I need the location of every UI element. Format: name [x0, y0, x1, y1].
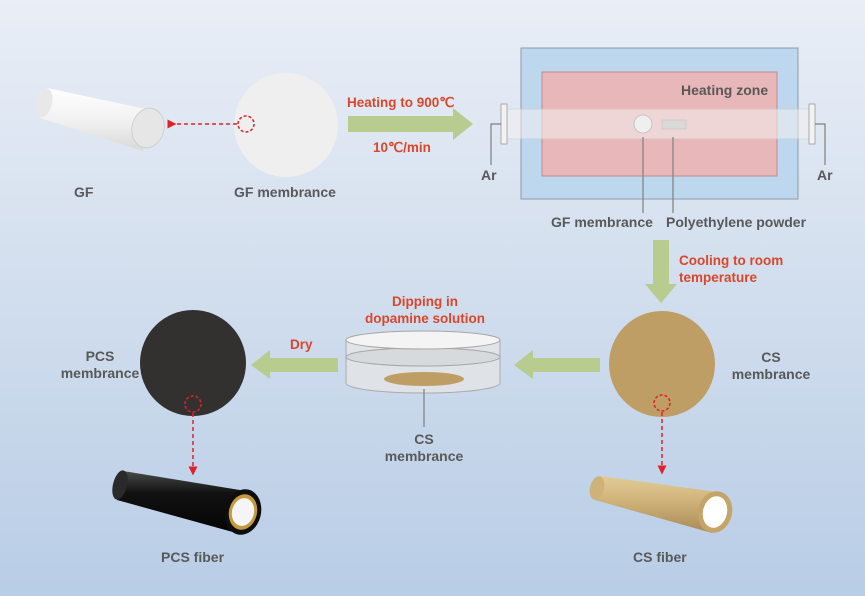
- zoom-circle-cs: [653, 394, 671, 412]
- gf-membrance-label: GF membrance: [234, 184, 336, 200]
- pcs-fiber-label: PCS fiber: [161, 549, 225, 565]
- dipping-step-label: Dipping in dopamine solution: [360, 293, 490, 327]
- ar-left-label: Ar: [481, 167, 497, 183]
- dipping-arrow: [514, 350, 600, 379]
- cs-fiber-label: CS fiber: [633, 549, 687, 565]
- cs-fiber-illustration: [589, 476, 733, 533]
- cooling-line1: Cooling to room: [679, 253, 784, 268]
- dish-cs-line2: membrance: [384, 448, 464, 464]
- cs-membrane-disc: [609, 311, 715, 417]
- dish-cs-membrane: [384, 372, 464, 386]
- cooling-step-label: Cooling to room temperature: [679, 252, 783, 286]
- gf-membrane-disc: [234, 73, 338, 177]
- zoom-circle-pcs: [184, 395, 202, 413]
- dopamine-dish: [345, 330, 501, 427]
- cooling-arrow: [645, 240, 677, 303]
- cs-membrance-label: CS membrance: [731, 349, 811, 383]
- pcs-membrance-label: PCS membrance: [50, 348, 150, 382]
- heating-zone-label: Heating zone: [681, 82, 769, 98]
- cooling-line2: temperature: [679, 270, 758, 285]
- dish-cs-membrance-label: CS membrance: [384, 431, 464, 465]
- cs-membrance-line2: membrance: [731, 366, 811, 382]
- polyethylene-powder-boat: [661, 119, 687, 130]
- dipping-line1: Dipping in: [392, 294, 458, 309]
- heating-arrow: [348, 108, 473, 140]
- pcs-membrance-line1: PCS: [85, 348, 115, 364]
- tube-furnace: [490, 47, 826, 213]
- dipping-line2: dopamine solution: [365, 311, 485, 326]
- polyethylene-powder-label: Polyethylene powder: [666, 214, 807, 230]
- pcs-membrance-line2: membrance: [60, 365, 140, 381]
- furnace-gf-membrane: [633, 114, 653, 134]
- dry-step-label: Dry: [290, 337, 313, 352]
- heating-step-label: Heating to 900℃: [347, 95, 455, 110]
- dry-arrow: [251, 350, 338, 379]
- cs-membrance-line1: CS: [761, 349, 781, 365]
- ar-right-label: Ar: [817, 167, 833, 183]
- dish-cs-line1: CS: [414, 431, 434, 447]
- heating-rate-label: 10℃/min: [373, 140, 431, 155]
- gf-label: GF: [74, 184, 94, 200]
- pcs-membrane-disc: [140, 310, 246, 416]
- gf-fiber-illustration: [35, 88, 165, 151]
- pcs-fiber-illustration: [112, 470, 262, 535]
- zoom-circle-gf: [237, 115, 255, 133]
- furnace-gf-membrance-label: GF membrance: [551, 214, 653, 230]
